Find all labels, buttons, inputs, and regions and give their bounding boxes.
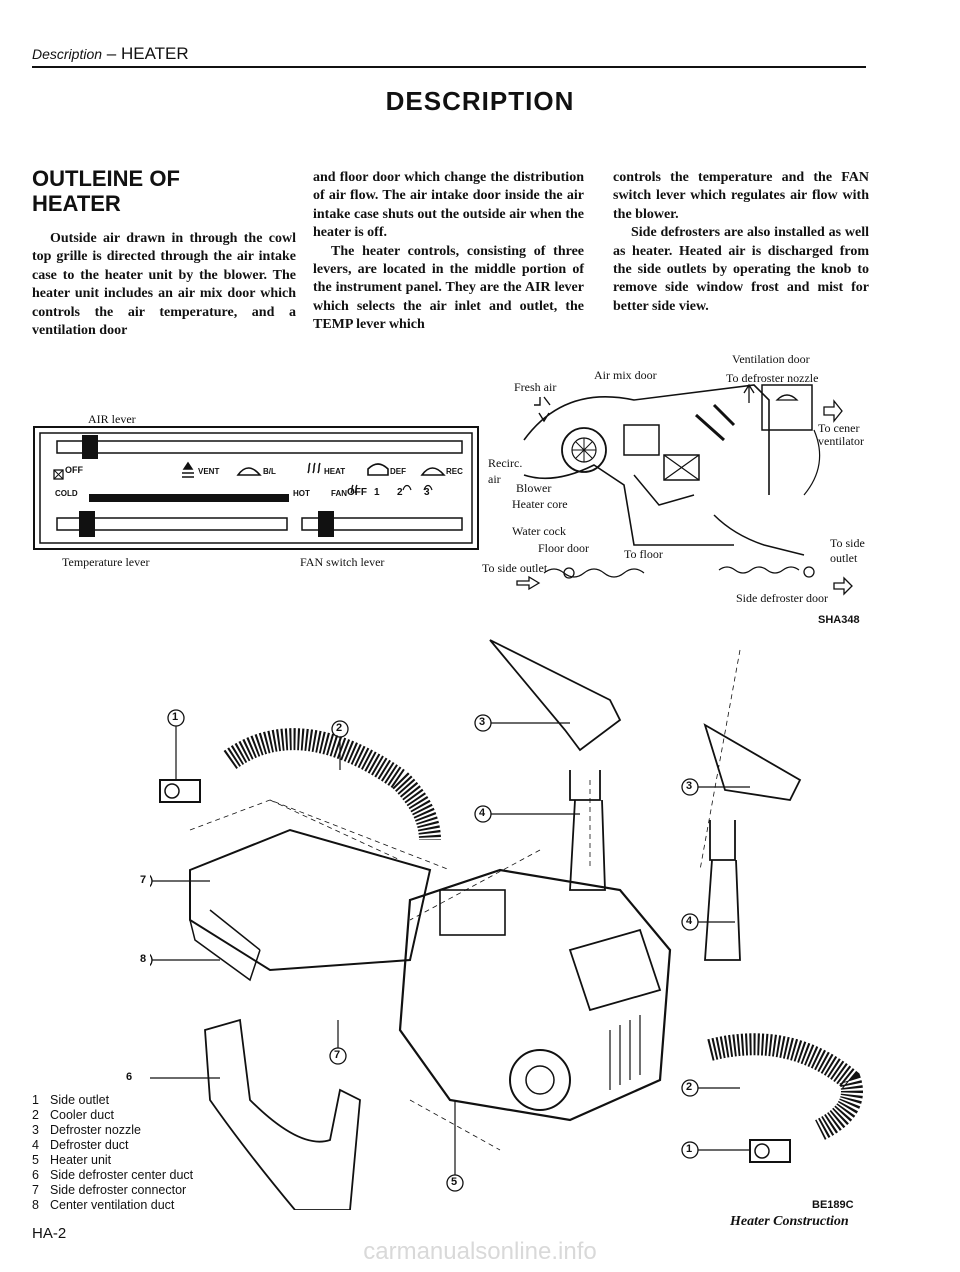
header-separator: –	[106, 44, 117, 63]
body-column-1: Outside air drawn in through the cowl to…	[32, 230, 296, 340]
recirc-label: Recirc.	[488, 456, 523, 470]
air-mix-door-label: Air mix door	[594, 368, 657, 382]
callout-4: 4	[479, 807, 486, 819]
cold-label: COLD	[55, 489, 78, 498]
side-defroster-door-label: Side defroster door	[736, 591, 828, 605]
header-rule	[32, 66, 866, 68]
heater-construction-diagram	[150, 639, 863, 1210]
to-side-outlet-left-label: To side outlet	[482, 561, 548, 575]
callout-4b: 4	[686, 915, 693, 927]
callout-7: 7	[140, 874, 147, 886]
fan-label: FAN	[331, 489, 347, 498]
body-paragraph: and floor door which change the distribu…	[313, 170, 584, 241]
callout-3b: 3	[686, 780, 693, 792]
off-label: OFF	[65, 465, 83, 475]
body-paragraph: The heater controls, consisting of three…	[313, 243, 584, 333]
fan-speed-3: 3	[424, 487, 430, 498]
recirc-label-2: air	[488, 472, 501, 486]
ventilation-door-label: Ventilation door	[732, 352, 810, 366]
rec-label: REC	[446, 467, 463, 476]
body-paragraph: controls the temperature and the FAN swi…	[613, 170, 869, 222]
watermark: carmanualsonline.info	[363, 1238, 597, 1265]
figure-caption: Heater Construction	[730, 1214, 849, 1229]
fan-speed-1: 1	[374, 487, 380, 498]
construction-code: BE189C	[812, 1199, 854, 1211]
body-column-2: and floor door which change the distribu…	[313, 169, 584, 335]
floor-door-label: Floor door	[538, 541, 589, 555]
bl-label: B/L	[263, 467, 276, 476]
air-lever-label: AIR lever	[88, 412, 136, 426]
to-side-outlet-right-label-2: outlet	[830, 551, 858, 565]
fan-off-label: OFF	[347, 487, 367, 498]
callout-1: 1	[172, 711, 179, 723]
to-center-ventilator-label: To cener	[818, 421, 860, 435]
callout-6: 6	[126, 1071, 133, 1083]
body-paragraph: Outside air drawn in through the cowl to…	[32, 231, 296, 339]
body-column-3: controls the temperature and the FAN swi…	[613, 169, 869, 316]
heat-label: HEAT	[324, 467, 346, 476]
section-title: OUTLEINE OF HEATER	[32, 166, 180, 216]
figure-code: SHA348	[818, 614, 860, 626]
callout-1b: 1	[686, 1143, 693, 1155]
body-paragraph: Side defrosters are also installed as we…	[613, 225, 869, 314]
callout-7b: 7	[334, 1049, 341, 1061]
temperature-lever-label: Temperature lever	[62, 555, 150, 569]
page-number: HA-2	[32, 1225, 67, 1242]
to-center-ventilator-label-2: ventilator	[818, 434, 864, 448]
hot-label: HOT	[293, 489, 310, 498]
callout-2: 2	[336, 722, 343, 734]
fan-switch-lever-label: FAN switch lever	[300, 555, 385, 569]
fresh-air-label: Fresh air	[514, 380, 557, 394]
to-defroster-nozzle-label: To defroster nozzle	[726, 371, 819, 385]
to-side-outlet-right-label: To side	[830, 536, 865, 550]
header-title: HEATER	[120, 44, 189, 63]
control-panel-diagram	[33, 426, 479, 550]
heater-core-label: Heater core	[512, 497, 568, 511]
fan-speed-2: 2	[397, 487, 403, 498]
page-title: DESCRIPTION	[385, 86, 575, 116]
header-prefix: Description	[32, 46, 103, 62]
callout-8: 8	[140, 953, 147, 965]
callout-3: 3	[479, 716, 486, 728]
blower-label: Blower	[516, 481, 552, 495]
callout-5: 5	[451, 1176, 458, 1188]
running-header: Description – HEATER	[32, 44, 189, 64]
callout-2b: 2	[686, 1081, 693, 1093]
water-cock-label: Water cock	[512, 524, 566, 538]
airflow-diagram	[516, 383, 853, 596]
def-label: DEF	[390, 467, 406, 476]
to-floor-label: To floor	[624, 547, 663, 561]
vent-label: VENT	[198, 467, 220, 476]
